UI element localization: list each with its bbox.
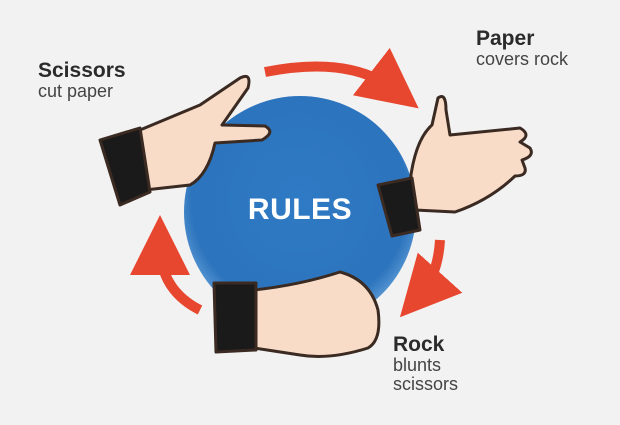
rock-description-line1: blunts <box>393 355 442 376</box>
paper-description: covers rock <box>476 49 569 70</box>
rock-label: Rock blunts scissors <box>393 333 459 394</box>
arrow-paper-to-rock <box>399 239 463 318</box>
arrow-rock-to-scissors <box>130 215 203 315</box>
paper-hand-icon <box>376 95 533 238</box>
rock-description-line2: scissors <box>393 373 459 394</box>
rock-title: Rock <box>393 333 445 356</box>
paper-title: Paper <box>476 27 535 50</box>
scissors-description: cut paper <box>38 81 114 102</box>
arrow-scissors-to-paper <box>264 47 419 109</box>
paper-label: Paper covers rock <box>476 27 569 70</box>
center-title: RULES <box>247 193 353 226</box>
rules-circle <box>184 96 416 328</box>
scissors-title: Scissors <box>38 59 126 82</box>
scissors-hand-icon <box>98 74 272 207</box>
rock-hand-icon <box>212 270 381 358</box>
scissors-label: Scissors cut paper <box>38 59 126 102</box>
